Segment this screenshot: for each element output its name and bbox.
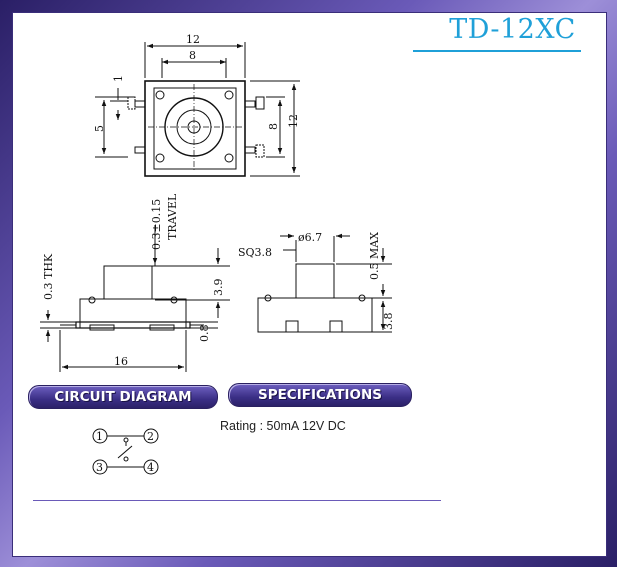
- dim-h38: 3.8: [382, 313, 395, 331]
- rating-text: Rating : 50mA 12V DC: [220, 419, 346, 433]
- dim-travel-label: TRAVEL: [166, 193, 179, 240]
- model-title: TD-12XC: [449, 14, 576, 45]
- circuit-schematic: [92, 428, 159, 475]
- circuit-pin-3: 3: [96, 461, 103, 474]
- dim-height-12: 12: [287, 114, 300, 128]
- circuit-diagram-heading: CIRCUIT DIAGRAM: [28, 385, 218, 409]
- circuit-diagram-label: CIRCUIT DIAGRAM: [54, 389, 192, 405]
- top-view: [95, 42, 300, 177]
- circuit-pin-2: 2: [147, 430, 154, 443]
- dim-height-8: 8: [267, 123, 280, 130]
- dim-pin-5: 5: [93, 125, 106, 132]
- dim-travel: 0.3±0.15: [150, 199, 163, 250]
- dim-max: 0.5 MAX: [368, 232, 381, 280]
- dim-h39: 3.9: [212, 279, 225, 297]
- specifications-label: SPECIFICATIONS: [257, 387, 383, 403]
- dim-h08: 0.8: [198, 325, 211, 343]
- front-view: [257, 233, 392, 333]
- bottom-rule: [33, 500, 441, 501]
- specifications-heading: SPECIFICATIONS: [228, 383, 412, 407]
- dim-w16: 16: [114, 355, 128, 368]
- dim-width-12: 12: [186, 33, 200, 46]
- dim-pin-1: 1: [112, 75, 125, 82]
- dim-dia: ø6.7: [298, 231, 322, 244]
- dim-width-8: 8: [189, 49, 196, 62]
- drawing-sheet: [12, 12, 607, 557]
- circuit-pin-1: 1: [96, 430, 103, 443]
- dim-sq: SQ3.8: [238, 246, 272, 259]
- circuit-pin-4: 4: [147, 461, 154, 474]
- side-view: [40, 225, 230, 372]
- title-underline: [413, 50, 581, 52]
- dim-thk: 0.3 THK: [42, 253, 55, 300]
